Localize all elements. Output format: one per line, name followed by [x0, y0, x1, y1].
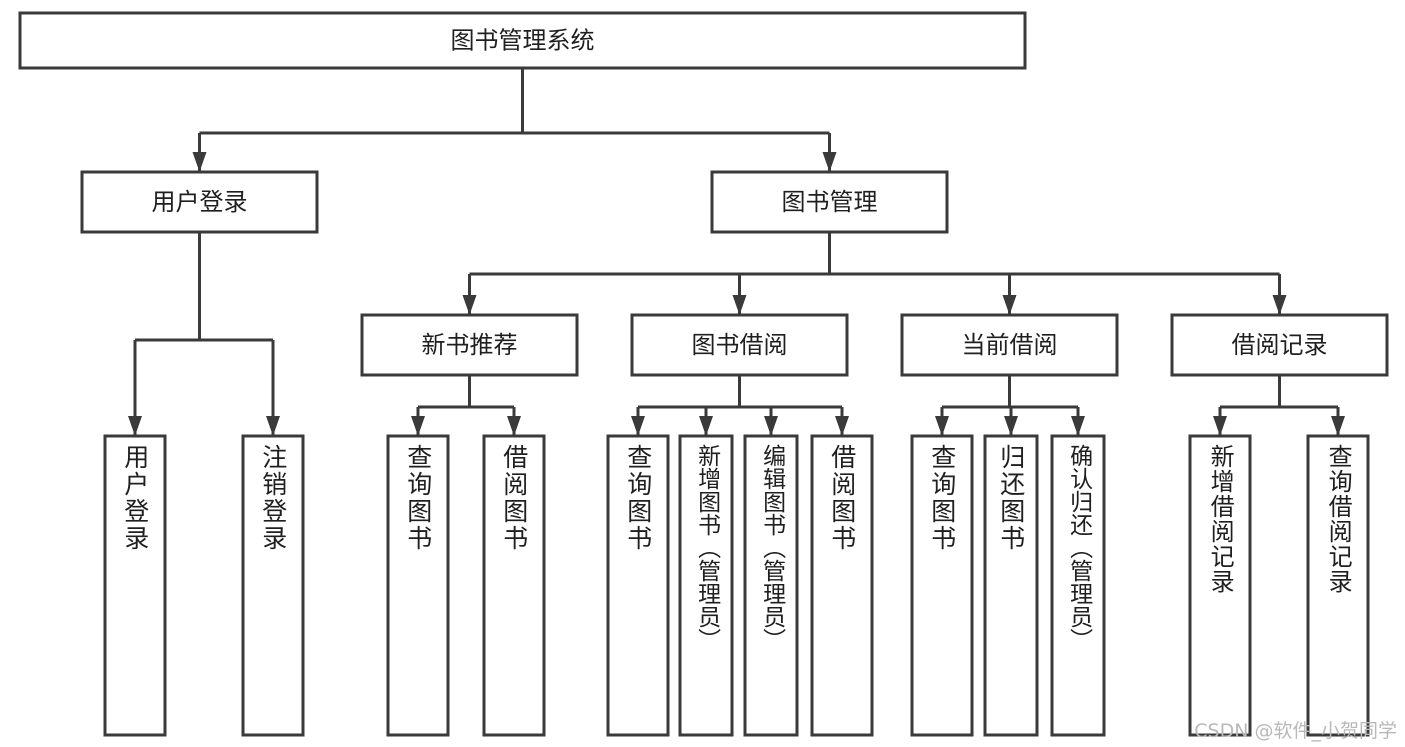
arrow-head-icon — [1004, 416, 1018, 436]
arrow-head-icon — [462, 295, 477, 315]
arrow-head-icon — [1071, 416, 1085, 436]
node-boxes — [18, 11, 1389, 737]
node-current-borrow-label: 当前借阅 — [962, 331, 1058, 359]
arrow-head-icon — [699, 416, 713, 436]
node-leaf-return-book[interactable] — [983, 434, 1039, 737]
node-leaf-borrow-book[interactable] — [810, 434, 874, 737]
connector-lines — [128, 68, 1345, 436]
node-book-management-label: 图书管理 — [782, 188, 878, 216]
node-user-login[interactable] — [80, 170, 319, 234]
arrow-head-icon — [631, 416, 645, 436]
arrow-head-icon — [764, 416, 778, 436]
node-root[interactable] — [18, 11, 1027, 70]
arrow-head-icon — [266, 416, 280, 436]
arrow-head-icon — [935, 416, 949, 436]
arrow-head-icon — [411, 416, 425, 436]
node-leaf-borrow-book-rec[interactable] — [482, 434, 546, 737]
node-root-label: 图书管理系统 — [451, 27, 595, 55]
node-leaf-query-book-rec[interactable] — [386, 434, 450, 737]
node-leaf-query-borrow-record[interactable] — [1306, 434, 1370, 737]
node-user-login-label: 用户登录 — [152, 188, 248, 216]
node-leaf-user-logout[interactable] — [241, 434, 305, 737]
arrow-head-icon — [1002, 295, 1017, 315]
arrow-head-icon — [732, 295, 747, 315]
arrow-head-icon — [1331, 416, 1345, 436]
arrow-head-icon — [835, 416, 849, 436]
arrow-head-icon — [507, 416, 521, 436]
node-book-borrow-label: 图书借阅 — [692, 331, 788, 359]
arrow-head-icon — [192, 152, 207, 172]
node-leaf-user-login[interactable] — [103, 434, 167, 737]
node-leaf-query-book-borrow[interactable] — [606, 434, 670, 737]
arrow-head-icon — [128, 416, 142, 436]
node-leaf-add-borrow-record[interactable] — [1188, 434, 1252, 737]
node-new-book-recommend-label: 新书推荐 — [422, 331, 518, 359]
node-borrow-record-label: 借阅记录 — [1232, 331, 1328, 359]
watermark-text: CSDN @软件_小贺同学 — [1194, 720, 1397, 742]
arrow-head-icon — [1272, 295, 1287, 315]
node-leaf-add-book-admin[interactable] — [678, 434, 734, 737]
arrow-head-icon — [1213, 416, 1227, 436]
arrow-head-icon — [822, 152, 837, 172]
node-borrow-record[interactable] — [1170, 313, 1389, 377]
node-leaf-query-book-current[interactable] — [910, 434, 974, 737]
node-current-borrow[interactable] — [900, 313, 1119, 377]
node-leaf-confirm-return-admin[interactable] — [1050, 434, 1106, 737]
node-new-book-recommend[interactable] — [360, 313, 579, 377]
node-book-borrow[interactable] — [630, 313, 849, 377]
node-leaf-edit-book-admin[interactable] — [743, 434, 799, 737]
node-book-management[interactable] — [710, 170, 949, 234]
